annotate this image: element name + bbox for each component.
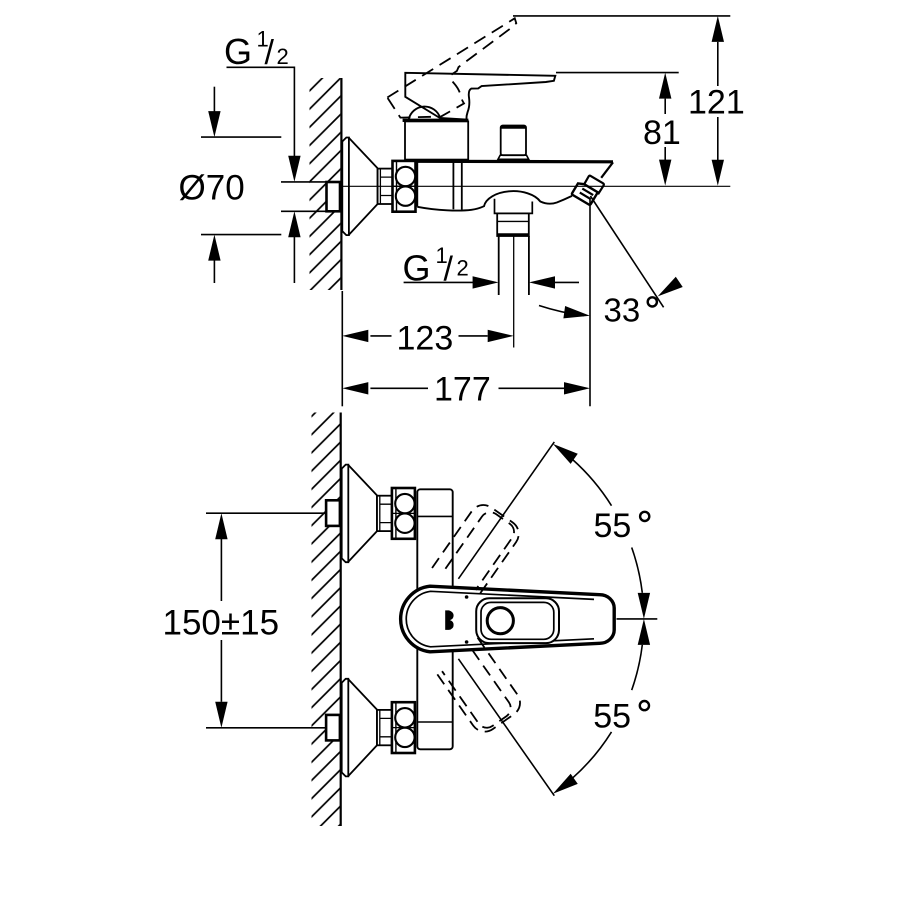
svg-text:1: 1: [257, 27, 269, 52]
svg-text:/: /: [444, 251, 454, 289]
svg-text:2: 2: [277, 44, 289, 69]
svg-text:81: 81: [643, 114, 681, 152]
svg-text:33: 33: [604, 292, 641, 329]
svg-text:Ø70: Ø70: [179, 169, 245, 208]
svg-text:2: 2: [457, 256, 469, 281]
svg-text:150±15: 150±15: [163, 603, 280, 642]
svg-text:177: 177: [434, 370, 491, 408]
svg-text:55: 55: [594, 507, 632, 545]
svg-text:121: 121: [688, 84, 745, 122]
svg-text:G: G: [403, 248, 431, 289]
svg-text:1: 1: [436, 243, 448, 268]
svg-text:123: 123: [397, 319, 454, 357]
svg-text:55: 55: [593, 697, 631, 735]
svg-text:/: /: [265, 34, 275, 72]
svg-text:G: G: [224, 31, 252, 72]
